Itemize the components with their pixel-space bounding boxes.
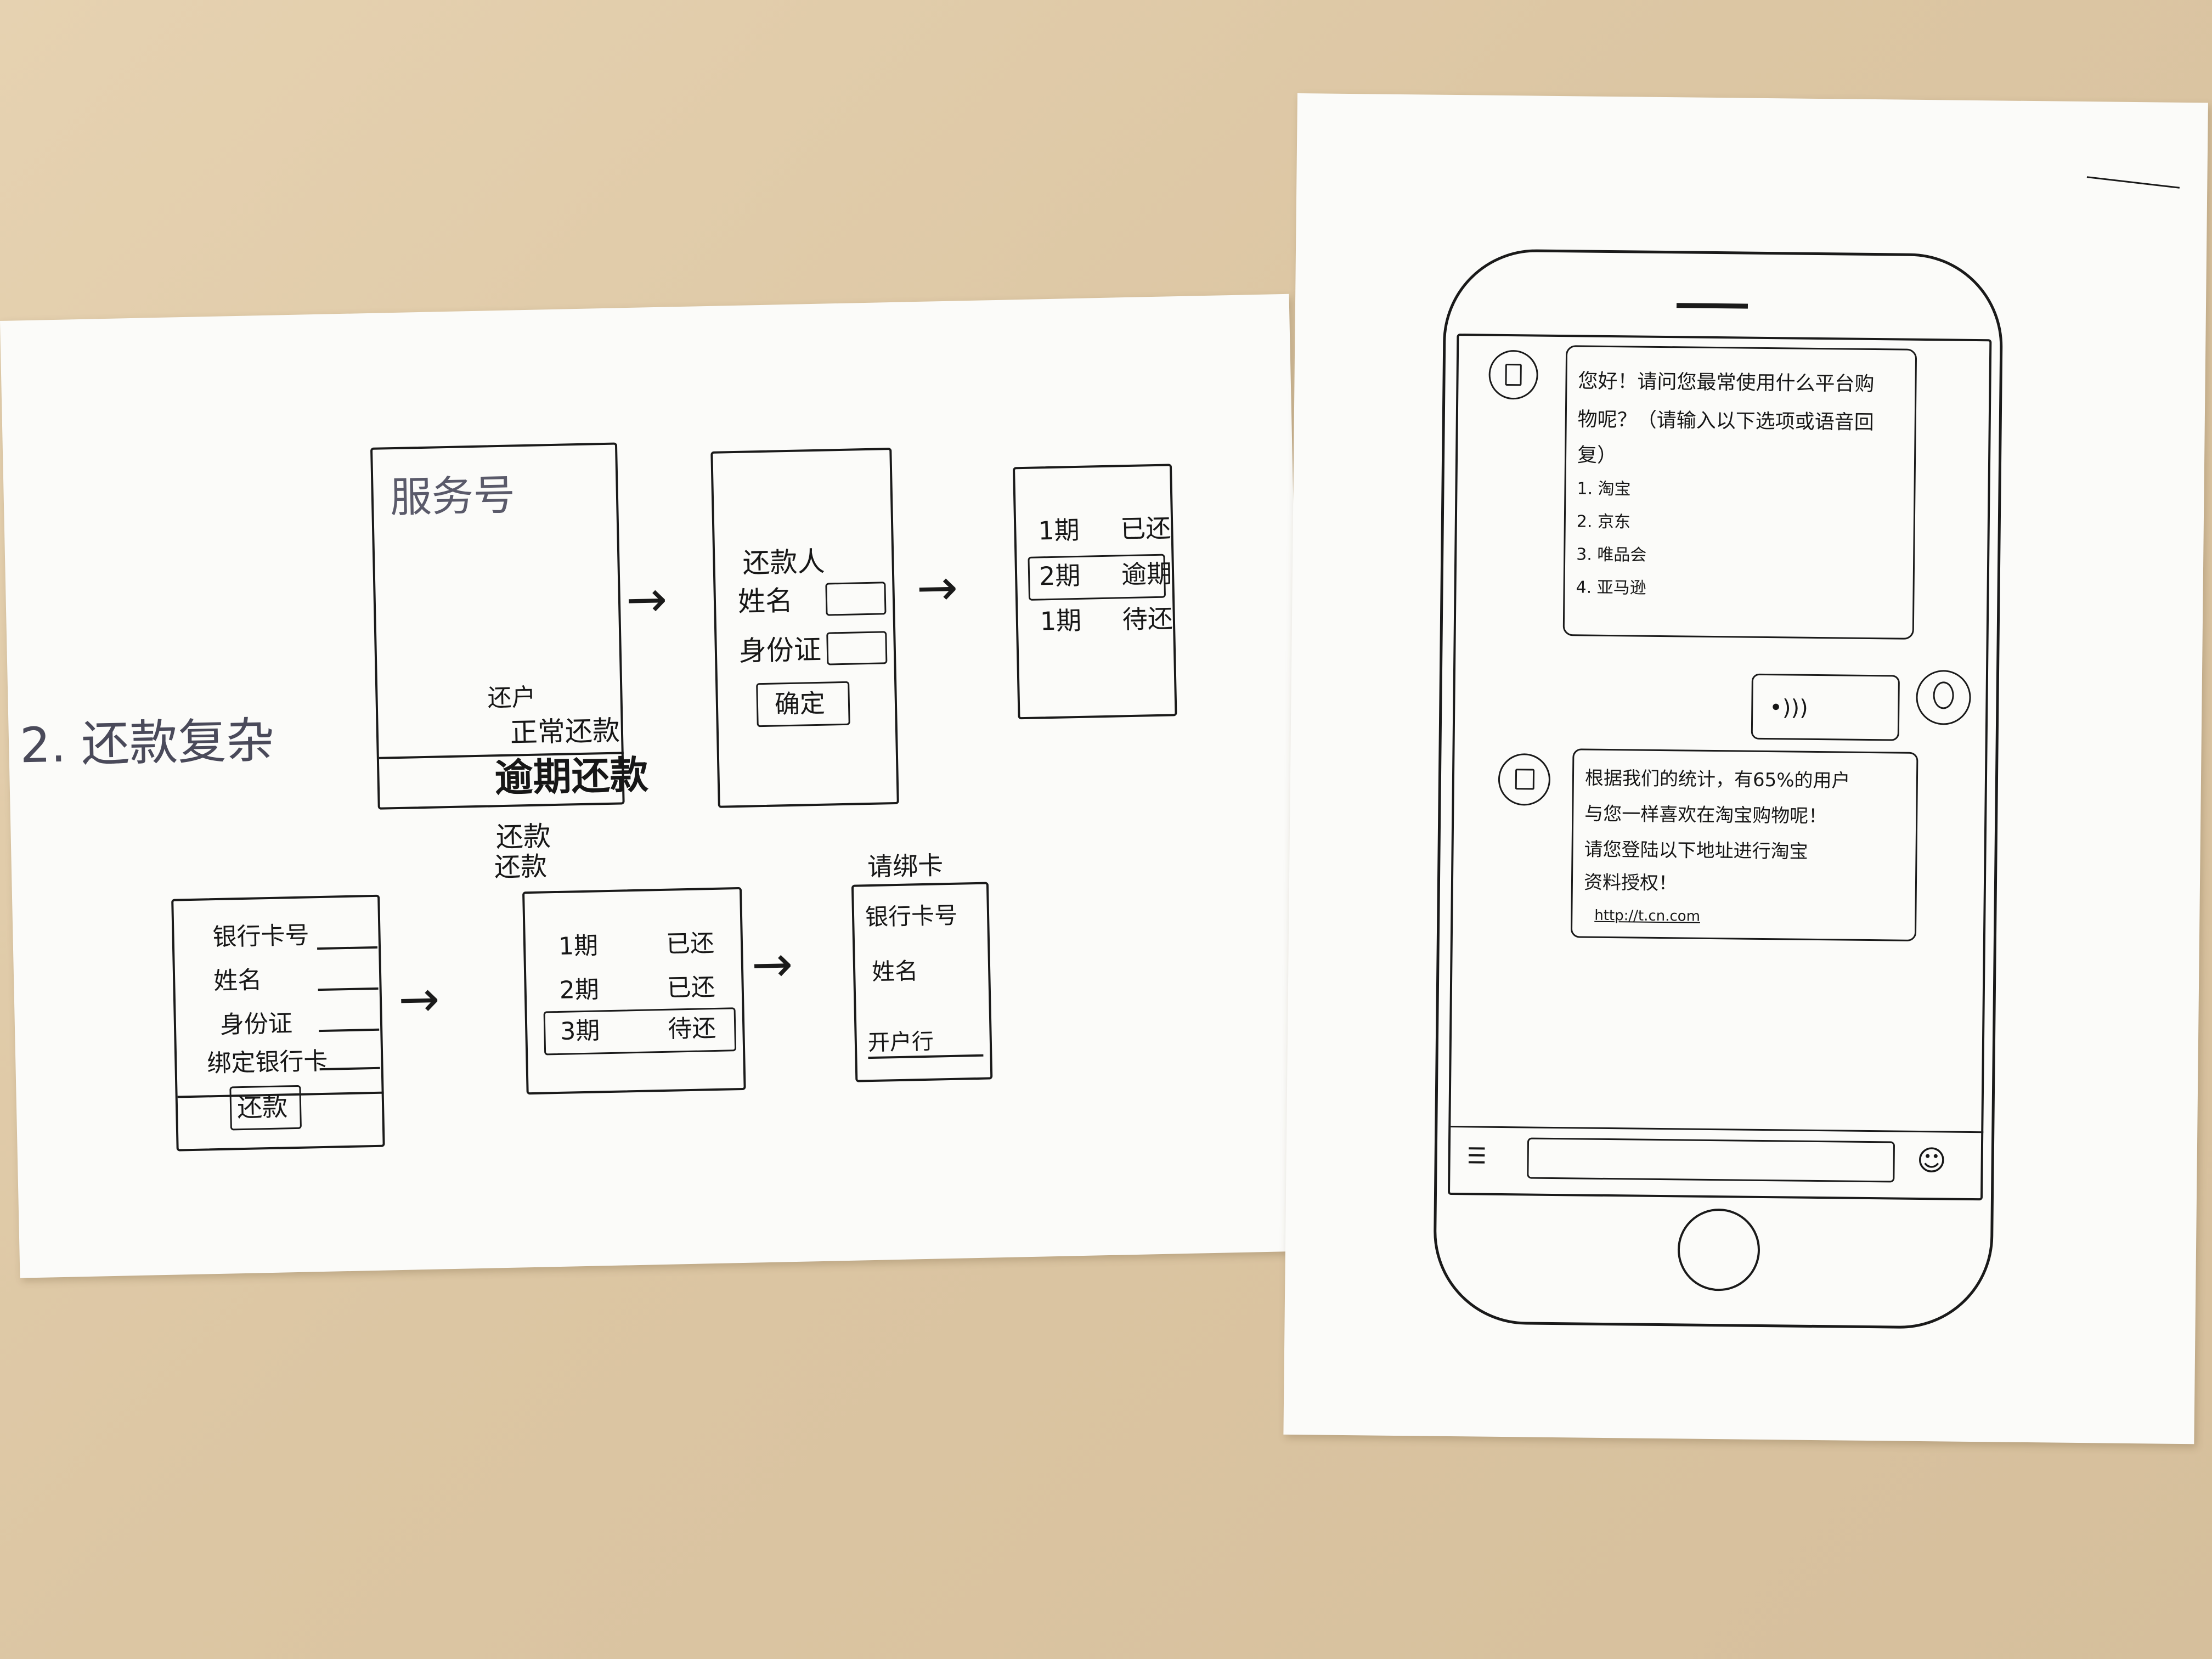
period-row: 1期 已还 bbox=[558, 928, 715, 962]
message-line: 与您一样喜欢在淘宝购物呢！ bbox=[1584, 803, 1827, 828]
periods-bottom-header: 还款 bbox=[494, 851, 548, 883]
period-status: 逾期 bbox=[1121, 558, 1172, 590]
message-line: 请您登陆以下地址进行淘宝 bbox=[1584, 838, 1808, 863]
bank-field: 绑定银行卡 bbox=[206, 1047, 328, 1078]
repayer-confirm-label: 确定 bbox=[774, 688, 826, 719]
card-field: 银行卡号 bbox=[865, 901, 958, 931]
phone-home-button bbox=[1677, 1208, 1760, 1291]
bot-message-bubble: 您好！请问您最常使用什么平台购 物呢？（请输入以下选项或语音回 复） 1. 淘宝… bbox=[1562, 345, 1917, 640]
service-menu-item: 还款 bbox=[495, 820, 551, 854]
flow-arrow-3: → bbox=[397, 970, 441, 1029]
message-line: 复） bbox=[1577, 444, 1617, 467]
flow-arrow-2: → bbox=[916, 558, 959, 618]
wireframe-service-screen: 服务号 还户 正常还款 逾期还款 还款 bbox=[370, 442, 648, 853]
emoji-icon: ☺ bbox=[1916, 1144, 1947, 1178]
bank-field: 姓名 bbox=[213, 966, 262, 996]
wireframe-periods-screen-top: 1期 已还 2期 逾期 1期 待还 bbox=[1012, 464, 1177, 720]
repayer-field-id: 身份证 bbox=[738, 633, 822, 667]
left-paper-sheet: 2. 还款复杂 服务号 还户 正常还款 逾期还款 还款 → 还款人 姓名 身份证… bbox=[0, 294, 1310, 1278]
wireframe-periods-screen-bottom: 1期 已还 2期 已还 3期 待还 bbox=[522, 887, 746, 1095]
robot-icon bbox=[1505, 363, 1522, 386]
repayer-confirm-button: 确定 bbox=[756, 681, 850, 727]
pencil-mark bbox=[2086, 176, 2180, 189]
flow-arrow-1: → bbox=[625, 570, 668, 629]
period-row: 2期 已还 bbox=[559, 972, 715, 1006]
period-status: 待还 bbox=[1122, 603, 1173, 635]
repayer-field-name: 姓名 bbox=[737, 584, 793, 618]
phone-screen: 您好！请问您最常使用什么平台购 物呢？（请输入以下选项或语音回 复） 1. 淘宝… bbox=[1447, 334, 1992, 1201]
period-status: 待还 bbox=[667, 1014, 716, 1043]
user-avatar-icon bbox=[1916, 669, 1972, 725]
bank-field: 身份证 bbox=[219, 1009, 293, 1039]
phone-sketch: 您好！请问您最常使用什么平台购 物呢？（请输入以下选项或语音回 复） 1. 淘宝… bbox=[1432, 248, 2004, 1330]
period-row: 1期 已还 bbox=[1038, 512, 1171, 547]
period-label: 2期 bbox=[1039, 560, 1081, 591]
bot-message-bubble: 根据我们的统计，有65%的用户 与您一样喜欢在淘宝购物呢！ 请您登陆以下地址进行… bbox=[1570, 748, 1918, 941]
message-option: 1. 淘宝 bbox=[1577, 479, 1631, 499]
repayer-name-input bbox=[825, 582, 887, 616]
bank-field-line bbox=[319, 1066, 380, 1071]
voice-icon: •))) bbox=[1769, 695, 1808, 721]
message-link: http://t.cn.com bbox=[1594, 907, 1701, 925]
card-field: 姓名 bbox=[871, 957, 918, 985]
bank-field-line bbox=[319, 1028, 380, 1032]
bot-avatar-icon bbox=[1488, 349, 1539, 400]
message-option: 2. 京东 bbox=[1576, 512, 1631, 532]
right-paper-sheet: 您好！请问您最常使用什么平台购 物呢？（请输入以下选项或语音回 复） 1. 淘宝… bbox=[1283, 93, 2208, 1444]
message-option: 3. 唯品会 bbox=[1576, 545, 1647, 565]
input-bar-divider bbox=[1451, 1126, 1984, 1133]
bank-field-line bbox=[317, 946, 378, 950]
wireframe-card-screen: 银行卡号 姓名 开户行 bbox=[851, 882, 993, 1082]
period-row: 1期 待还 bbox=[1040, 603, 1173, 637]
message-line: 资料授权！ bbox=[1583, 871, 1678, 895]
bank-field-line bbox=[318, 987, 379, 991]
period-label: 1期 bbox=[1037, 515, 1080, 546]
person-icon bbox=[1933, 681, 1954, 709]
period-label: 2期 bbox=[559, 975, 600, 1005]
period-status: 已还 bbox=[665, 929, 715, 958]
wireframe-repayer-screen: 还款人 姓名 身份证 确定 bbox=[710, 448, 899, 808]
menu-icon: ☰ bbox=[1466, 1143, 1487, 1169]
period-status: 已还 bbox=[1120, 513, 1171, 544]
robot-icon bbox=[1515, 769, 1535, 790]
period-status: 已还 bbox=[667, 973, 716, 1002]
user-voice-bubble: •))) bbox=[1751, 673, 1900, 741]
bank-submit-label: 还款 bbox=[236, 1092, 288, 1123]
message-line: 根据我们的统计，有65%的用户 bbox=[1584, 767, 1850, 792]
service-menu-item: 逾期还款 bbox=[494, 752, 649, 801]
repayer-id-input bbox=[826, 631, 888, 665]
flow-arrow-4: → bbox=[751, 935, 794, 994]
period-row: 2期 逾期 bbox=[1039, 558, 1172, 592]
message-line: 您好！请问您最常使用什么平台购 bbox=[1578, 370, 1875, 396]
repayer-title: 还款人 bbox=[742, 545, 826, 579]
message-input bbox=[1527, 1137, 1895, 1183]
card-screen-title: 请绑卡 bbox=[867, 850, 944, 882]
period-label: 1期 bbox=[1040, 605, 1082, 636]
bank-field: 银行卡号 bbox=[212, 921, 310, 952]
period-label: 3期 bbox=[560, 1017, 600, 1046]
card-field: 开户行 bbox=[867, 1029, 934, 1056]
phone-speaker bbox=[1676, 303, 1748, 309]
service-title: 服务号 bbox=[389, 470, 516, 522]
bank-submit-button: 还款 bbox=[229, 1085, 302, 1131]
period-label: 1期 bbox=[558, 932, 599, 961]
wireframe-bank-screen: 银行卡号 姓名 身份证 绑定银行卡 还款 bbox=[171, 894, 385, 1152]
message-option: 4. 亚马逊 bbox=[1576, 578, 1646, 598]
message-line: 物呢？（请输入以下选项或语音回 bbox=[1577, 408, 1874, 435]
period-row: 3期 待还 bbox=[560, 1013, 716, 1047]
bot-avatar-icon bbox=[1498, 753, 1551, 806]
service-menu-item: 正常还款 bbox=[510, 714, 620, 749]
service-menu-item: 还户 bbox=[487, 683, 537, 713]
sketch-heading: 2. 还款复杂 bbox=[19, 712, 275, 774]
